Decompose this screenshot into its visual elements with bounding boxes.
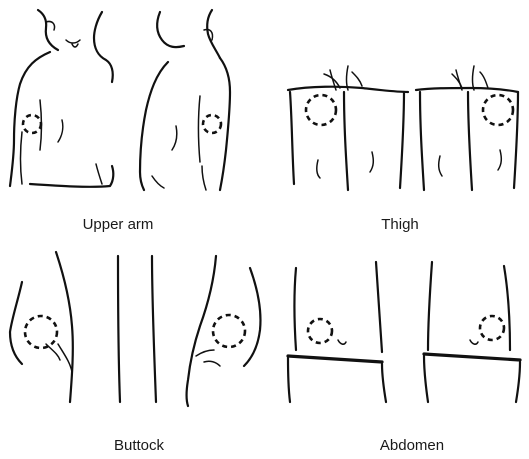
- buttock-left-figure: [10, 252, 156, 402]
- buttock-right-injection-site: [213, 315, 245, 347]
- upper-arm-back-injection-site: [23, 115, 41, 133]
- abdomen-label: Abdomen: [380, 437, 444, 454]
- thigh-right-figure: [416, 66, 518, 190]
- abdomen-left-injection-site: [308, 319, 332, 343]
- buttock-label: Buttock: [114, 437, 165, 454]
- thigh-panel: Thigh: [288, 66, 518, 233]
- thigh-left-figure: [288, 66, 408, 190]
- upper-arm-label: Upper arm: [83, 216, 154, 233]
- upper-arm-side-injection-site: [203, 115, 221, 133]
- thigh-right-injection-site: [483, 95, 513, 125]
- buttock-right-figure: [187, 256, 261, 406]
- abdomen-left-figure: [288, 262, 386, 402]
- thigh-label: Thigh: [381, 216, 419, 233]
- upper-arm-side-figure: [140, 10, 230, 190]
- abdomen-panel: Abdomen: [288, 262, 520, 454]
- buttock-left-injection-site: [25, 316, 57, 348]
- thigh-left-injection-site: [306, 95, 336, 125]
- abdomen-right-figure: [424, 262, 520, 402]
- upper-arm-panel: Upper arm: [10, 10, 230, 233]
- upper-arm-back-figure: [10, 10, 113, 187]
- abdomen-right-injection-site: [480, 316, 504, 340]
- buttock-panel: Buttock: [10, 252, 261, 454]
